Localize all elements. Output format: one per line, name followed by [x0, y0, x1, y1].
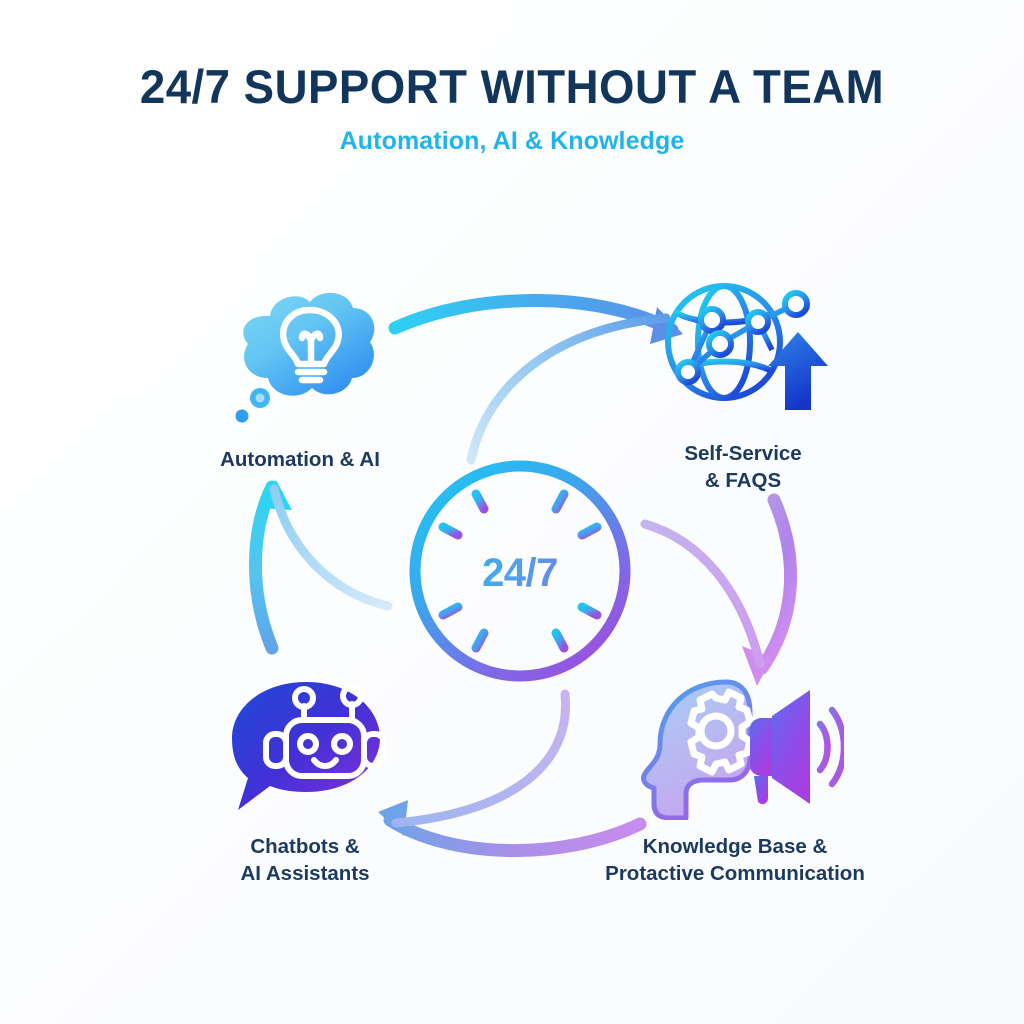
chatbot-speech-bubble-icon [228, 676, 398, 818]
network-globe-arrow-icon [652, 278, 832, 418]
node-label-chatbots-ai-assistants: Chatbots & AI Assistants [240, 835, 370, 886]
clock-icon: 24/7 [404, 455, 636, 687]
arrow-left-inner [269, 484, 393, 611]
clock-label: 24/7 [404, 551, 636, 596]
arrow-top-inner [466, 313, 671, 465]
thought-bubble-lightbulb-icon [214, 282, 390, 430]
node-label-knowledge-base-communication: Knowledge Base & Protactive Communicatio… [605, 835, 865, 886]
head-gear-megaphone-icon [638, 672, 848, 821]
header: 24/7 SUPPORT WITHOUT A TEAM Automation, … [0, 62, 1024, 156]
arrow-left [249, 480, 292, 655]
page-title: 24/7 SUPPORT WITHOUT A TEAM [139, 60, 885, 113]
arrow-right [742, 493, 798, 686]
clock-svg [409, 460, 631, 682]
arrow-top [388, 294, 683, 344]
node-label-automation-ai: Automation & AI [220, 448, 380, 471]
page-subtitle: Automation, AI & Knowledge [339, 127, 685, 156]
node-label-self-service-faqs: Self-Service & FAQS [684, 442, 802, 493]
arrow-right-inner [640, 519, 765, 669]
arrow-bottom-inner [391, 689, 571, 828]
